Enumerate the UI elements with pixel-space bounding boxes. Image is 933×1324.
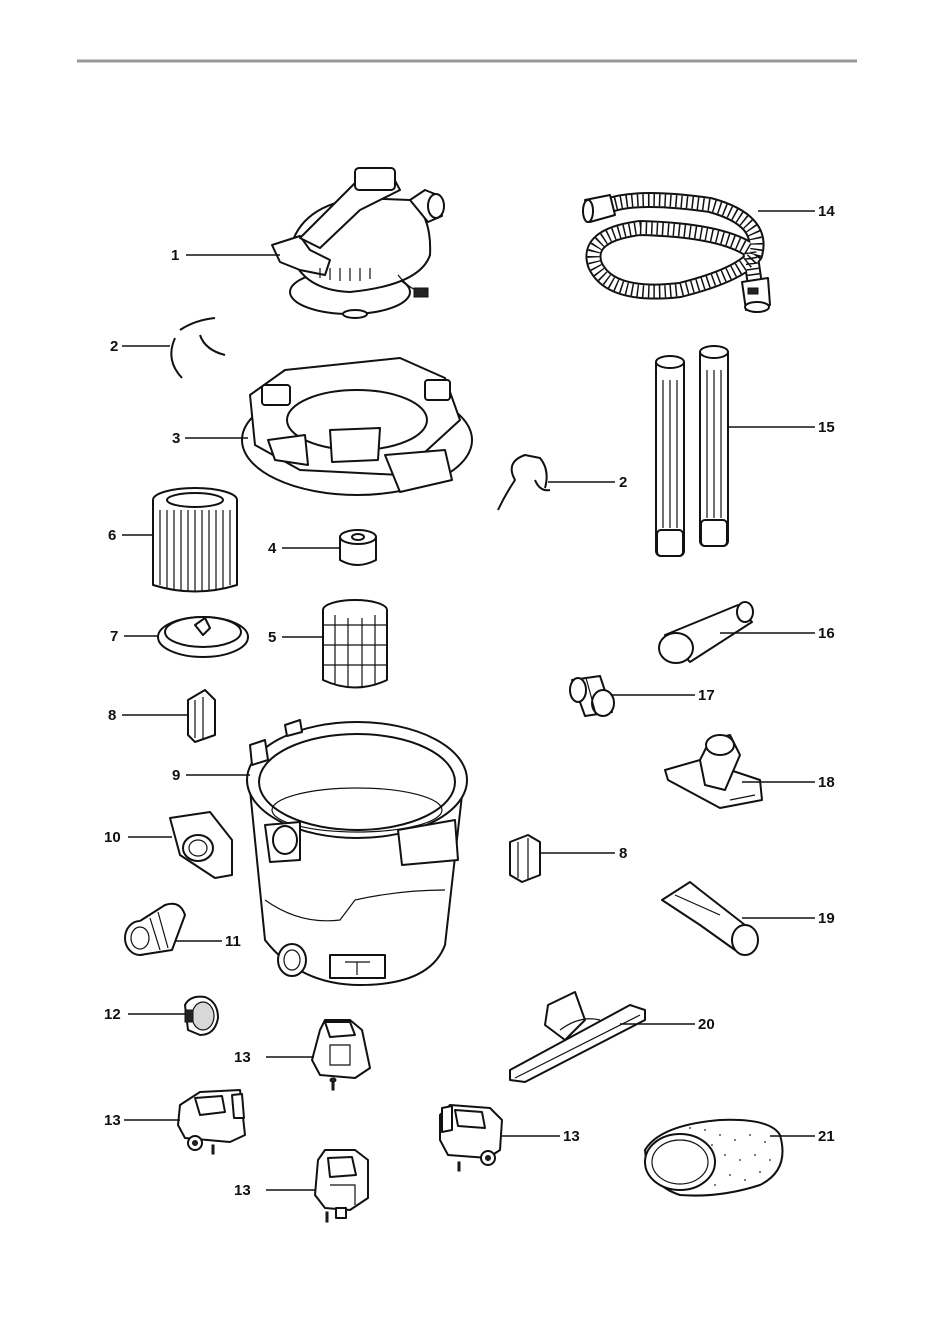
callout-13-bottom: 13 — [234, 1182, 251, 1199]
callout-1: 1 — [171, 247, 179, 264]
motor-head-icon — [272, 168, 444, 318]
drum-icon — [247, 720, 467, 985]
tool-holder-center-icon — [510, 835, 540, 882]
lid-icon — [242, 358, 472, 495]
extension-wand-icon — [656, 346, 728, 556]
callout-7: 7 — [110, 628, 118, 645]
filter-nut-icon — [340, 530, 376, 565]
callout-18: 18 — [818, 774, 835, 791]
callout-20: 20 — [698, 1016, 715, 1033]
callout-19: 19 — [818, 910, 835, 927]
hose-coupler-icon — [570, 676, 614, 716]
callout-6: 6 — [108, 527, 116, 544]
callout-8-left: 8 — [108, 707, 116, 724]
callout-13-top: 13 — [234, 1049, 251, 1066]
hose-icon — [583, 195, 770, 312]
tool-holder-icon — [188, 690, 215, 742]
callout-13-left: 13 — [104, 1112, 121, 1129]
callout-21: 21 — [818, 1128, 835, 1145]
caster-foot-icon — [312, 1020, 370, 1090]
wire-clip-center-icon — [498, 455, 550, 510]
callout-16: 16 — [818, 625, 835, 642]
hose-door-icon — [170, 812, 232, 878]
elbow-fitting-icon — [125, 904, 185, 955]
callout-3: 3 — [172, 430, 180, 447]
callout-15: 15 — [818, 419, 835, 436]
wire-clip-icon — [171, 318, 225, 378]
callout-10: 10 — [104, 829, 121, 846]
callout-11: 11 — [225, 933, 241, 950]
callout-17: 17 — [698, 687, 715, 704]
callout-9: 9 — [172, 767, 180, 784]
callout-4: 4 — [268, 540, 277, 557]
dust-bag-icon — [645, 1120, 783, 1196]
drain-cap-icon — [185, 997, 218, 1035]
caster-foot-wheel-icon — [178, 1090, 245, 1154]
callout-8-center: 8 — [619, 845, 627, 862]
callout-5: 5 — [268, 629, 276, 646]
filter-lid-icon — [158, 617, 248, 657]
floor-nozzle-icon — [510, 992, 645, 1082]
cartridge-filter-icon — [153, 488, 237, 592]
callout-13-right: 13 — [563, 1128, 580, 1145]
callout-12: 12 — [104, 1006, 121, 1023]
callout-2-left: 2 — [110, 338, 118, 355]
caster-foot-bottom-icon — [315, 1150, 368, 1222]
car-nozzle-icon — [665, 735, 762, 808]
callout-14: 14 — [818, 203, 835, 220]
float-cage-icon — [323, 600, 387, 688]
caster-foot-right-icon — [440, 1105, 502, 1171]
callout-2-center: 2 — [619, 474, 627, 491]
